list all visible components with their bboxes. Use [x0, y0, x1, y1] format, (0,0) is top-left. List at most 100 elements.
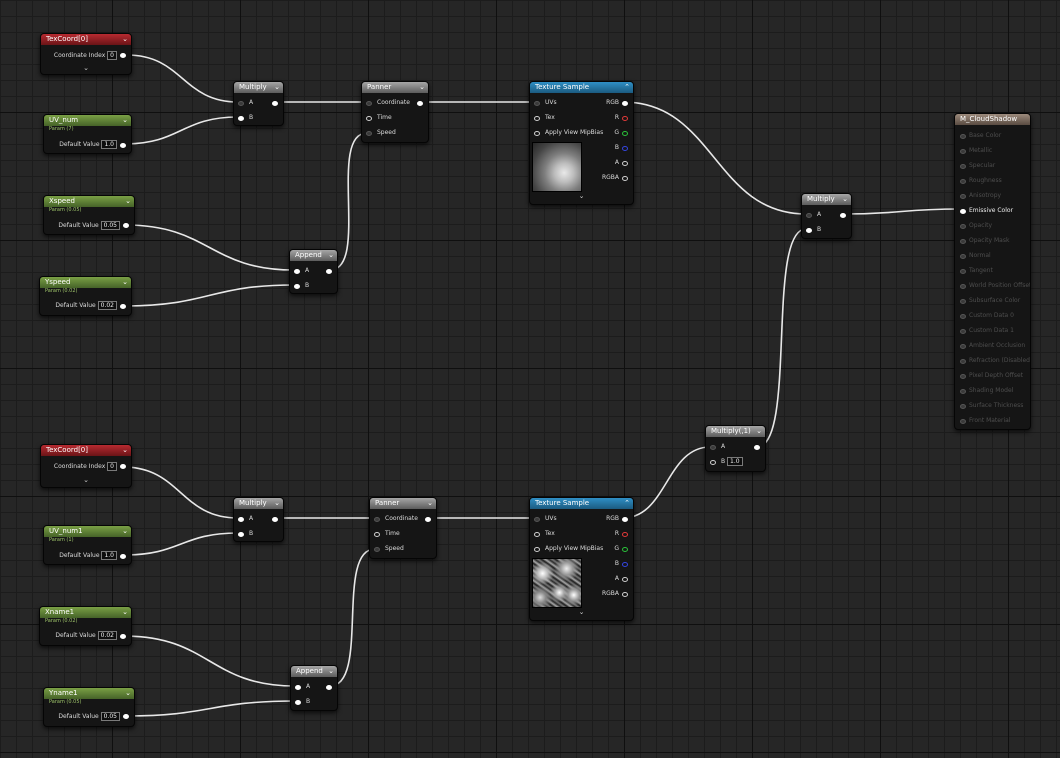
input-pin-mipbias[interactable] — [534, 547, 540, 552]
input-pin-mipbias[interactable] — [534, 131, 540, 136]
param-node-uv-num[interactable]: UV_num⌄ Param (7) Default Value 1.0 — [43, 114, 132, 154]
expand-chevron-icon[interactable]: ⌄ — [83, 476, 89, 484]
node-header[interactable]: Panner⌄ — [362, 82, 428, 93]
output-pin[interactable] — [417, 101, 423, 106]
panner-node-top[interactable]: Panner⌄ Coordinate Time Speed — [361, 81, 429, 143]
node-header[interactable]: Multiply⌄ — [802, 194, 851, 205]
material-input-pin[interactable] — [960, 344, 966, 349]
default-value-field[interactable]: 0.02 — [97, 631, 117, 640]
material-input-pin[interactable] — [960, 149, 966, 154]
input-pin-tex[interactable] — [534, 116, 540, 121]
input-pin-speed[interactable] — [374, 547, 380, 552]
output-pin-a[interactable] — [622, 161, 628, 166]
multiply-constant-node[interactable]: Multiply(,1)⌄ A B 1.0 — [705, 425, 766, 472]
node-header[interactable]: Append⌄ — [290, 250, 337, 261]
node-header[interactable]: Yspeed⌄ — [40, 277, 131, 288]
input-pin-a[interactable] — [294, 269, 300, 274]
input-pin-coordinate[interactable] — [374, 517, 380, 522]
input-pin-time[interactable] — [374, 532, 380, 537]
node-header[interactable]: Multiply⌄ — [234, 498, 283, 509]
expand-chevron-icon[interactable]: ⌄ — [83, 64, 89, 72]
output-pin[interactable] — [754, 445, 760, 450]
node-header[interactable]: Append⌄ — [291, 666, 337, 677]
chevron-down-icon[interactable]: ⌄ — [122, 446, 128, 454]
output-pin[interactable] — [123, 223, 129, 228]
node-header[interactable]: Yname1⌄ — [44, 688, 134, 699]
input-pin-speed[interactable] — [366, 131, 372, 136]
node-header[interactable]: M_CloudShadow — [955, 114, 1030, 125]
chevron-down-icon[interactable]: ⌄ — [274, 83, 280, 91]
output-pin[interactable] — [326, 685, 332, 690]
material-input-pin[interactable] — [960, 134, 966, 139]
material-input-pin[interactable] — [960, 254, 966, 259]
input-pin-b[interactable] — [238, 532, 244, 537]
default-value-field[interactable]: 0.05 — [100, 221, 120, 230]
chevron-up-icon[interactable]: ⌃ — [624, 499, 630, 507]
append-node-top[interactable]: Append⌄ A B — [289, 249, 338, 294]
output-pin[interactable] — [272, 101, 278, 106]
node-header[interactable]: Texture Sample⌃ — [530, 82, 633, 93]
texture-sample-node-bottom[interactable]: Texture Sample⌃ UVs Tex Apply View MipBi… — [529, 497, 634, 621]
material-input-pin[interactable] — [960, 374, 966, 379]
material-input-pin[interactable] — [960, 299, 966, 304]
node-header[interactable]: Multiply⌄ — [234, 82, 283, 93]
input-pin-b[interactable] — [710, 460, 716, 465]
material-input-pin[interactable] — [960, 239, 966, 244]
chevron-down-icon[interactable]: ⌄ — [756, 427, 762, 435]
material-input-pin[interactable] — [960, 224, 966, 229]
input-pin-b[interactable] — [806, 228, 812, 233]
multiply-node-mid[interactable]: Multiply⌄ A B — [801, 193, 852, 239]
output-pin-rgb[interactable] — [622, 101, 628, 106]
coordinate-index-field[interactable]: 0 — [107, 51, 117, 60]
output-pin[interactable] — [120, 634, 126, 639]
output-pin-r[interactable] — [622, 116, 628, 121]
panner-node-bottom[interactable]: Panner⌄ Coordinate Time Speed — [369, 497, 437, 559]
material-input-pin[interactable] — [960, 269, 966, 274]
param-node-yspeed[interactable]: Yspeed⌄ Param (0.02) Default Value 0.02 — [39, 276, 132, 316]
node-header[interactable]: Multiply(,1)⌄ — [706, 426, 765, 437]
output-pin[interactable] — [123, 714, 129, 719]
chevron-down-icon[interactable]: ⌄ — [328, 251, 334, 259]
material-input-pin[interactable] — [960, 209, 966, 214]
expand-chevron-icon[interactable]: ⌄ — [578, 608, 585, 616]
material-input-pin[interactable] — [960, 329, 966, 334]
output-pin[interactable] — [120, 554, 126, 559]
node-header[interactable]: UV_num1⌄ — [44, 526, 131, 537]
chevron-down-icon[interactable]: ⌄ — [328, 667, 334, 675]
node-header[interactable]: TexCoord[0]⌄ — [41, 445, 131, 456]
chevron-down-icon[interactable]: ⌄ — [125, 197, 131, 205]
material-input-pin[interactable] — [960, 389, 966, 394]
input-pin-uvs[interactable] — [534, 517, 540, 522]
default-value-field[interactable]: 1.0 — [101, 551, 117, 560]
material-input-pin[interactable] — [960, 359, 966, 364]
output-pin-b[interactable] — [622, 146, 628, 151]
coordinate-index-field[interactable]: 0 — [107, 462, 117, 471]
node-header[interactable]: UV_num⌄ — [44, 115, 131, 126]
output-pin-rgba[interactable] — [622, 592, 628, 597]
param-node-uv-num1[interactable]: UV_num1⌄ Param (1) Default Value 1.0 — [43, 525, 132, 565]
default-value-field[interactable]: 0.02 — [97, 301, 117, 310]
node-header[interactable]: Xspeed⌄ — [44, 196, 134, 207]
output-pin[interactable] — [425, 517, 431, 522]
input-pin-tex[interactable] — [534, 532, 540, 537]
input-pin-a[interactable] — [710, 445, 716, 450]
chevron-down-icon[interactable]: ⌄ — [122, 116, 128, 124]
chevron-up-icon[interactable]: ⌃ — [624, 83, 630, 91]
texture-preview-thumbnail[interactable] — [532, 142, 582, 192]
chevron-down-icon[interactable]: ⌄ — [419, 83, 425, 91]
input-pin-a[interactable] — [238, 517, 244, 522]
input-pin-b[interactable] — [294, 284, 300, 289]
output-pin-r[interactable] — [622, 532, 628, 537]
output-pin[interactable] — [120, 304, 126, 309]
output-pin-b[interactable] — [622, 562, 628, 567]
output-pin-g[interactable] — [622, 131, 628, 136]
node-header[interactable]: TexCoord[0]⌄ — [41, 34, 131, 45]
material-input-pin[interactable] — [960, 404, 966, 409]
material-input-pin[interactable] — [960, 284, 966, 289]
output-pin[interactable] — [120, 53, 126, 58]
input-pin-b[interactable] — [238, 116, 244, 121]
multiply-node-top[interactable]: Multiply⌄ A B — [233, 81, 284, 126]
chevron-down-icon[interactable]: ⌄ — [274, 499, 280, 507]
